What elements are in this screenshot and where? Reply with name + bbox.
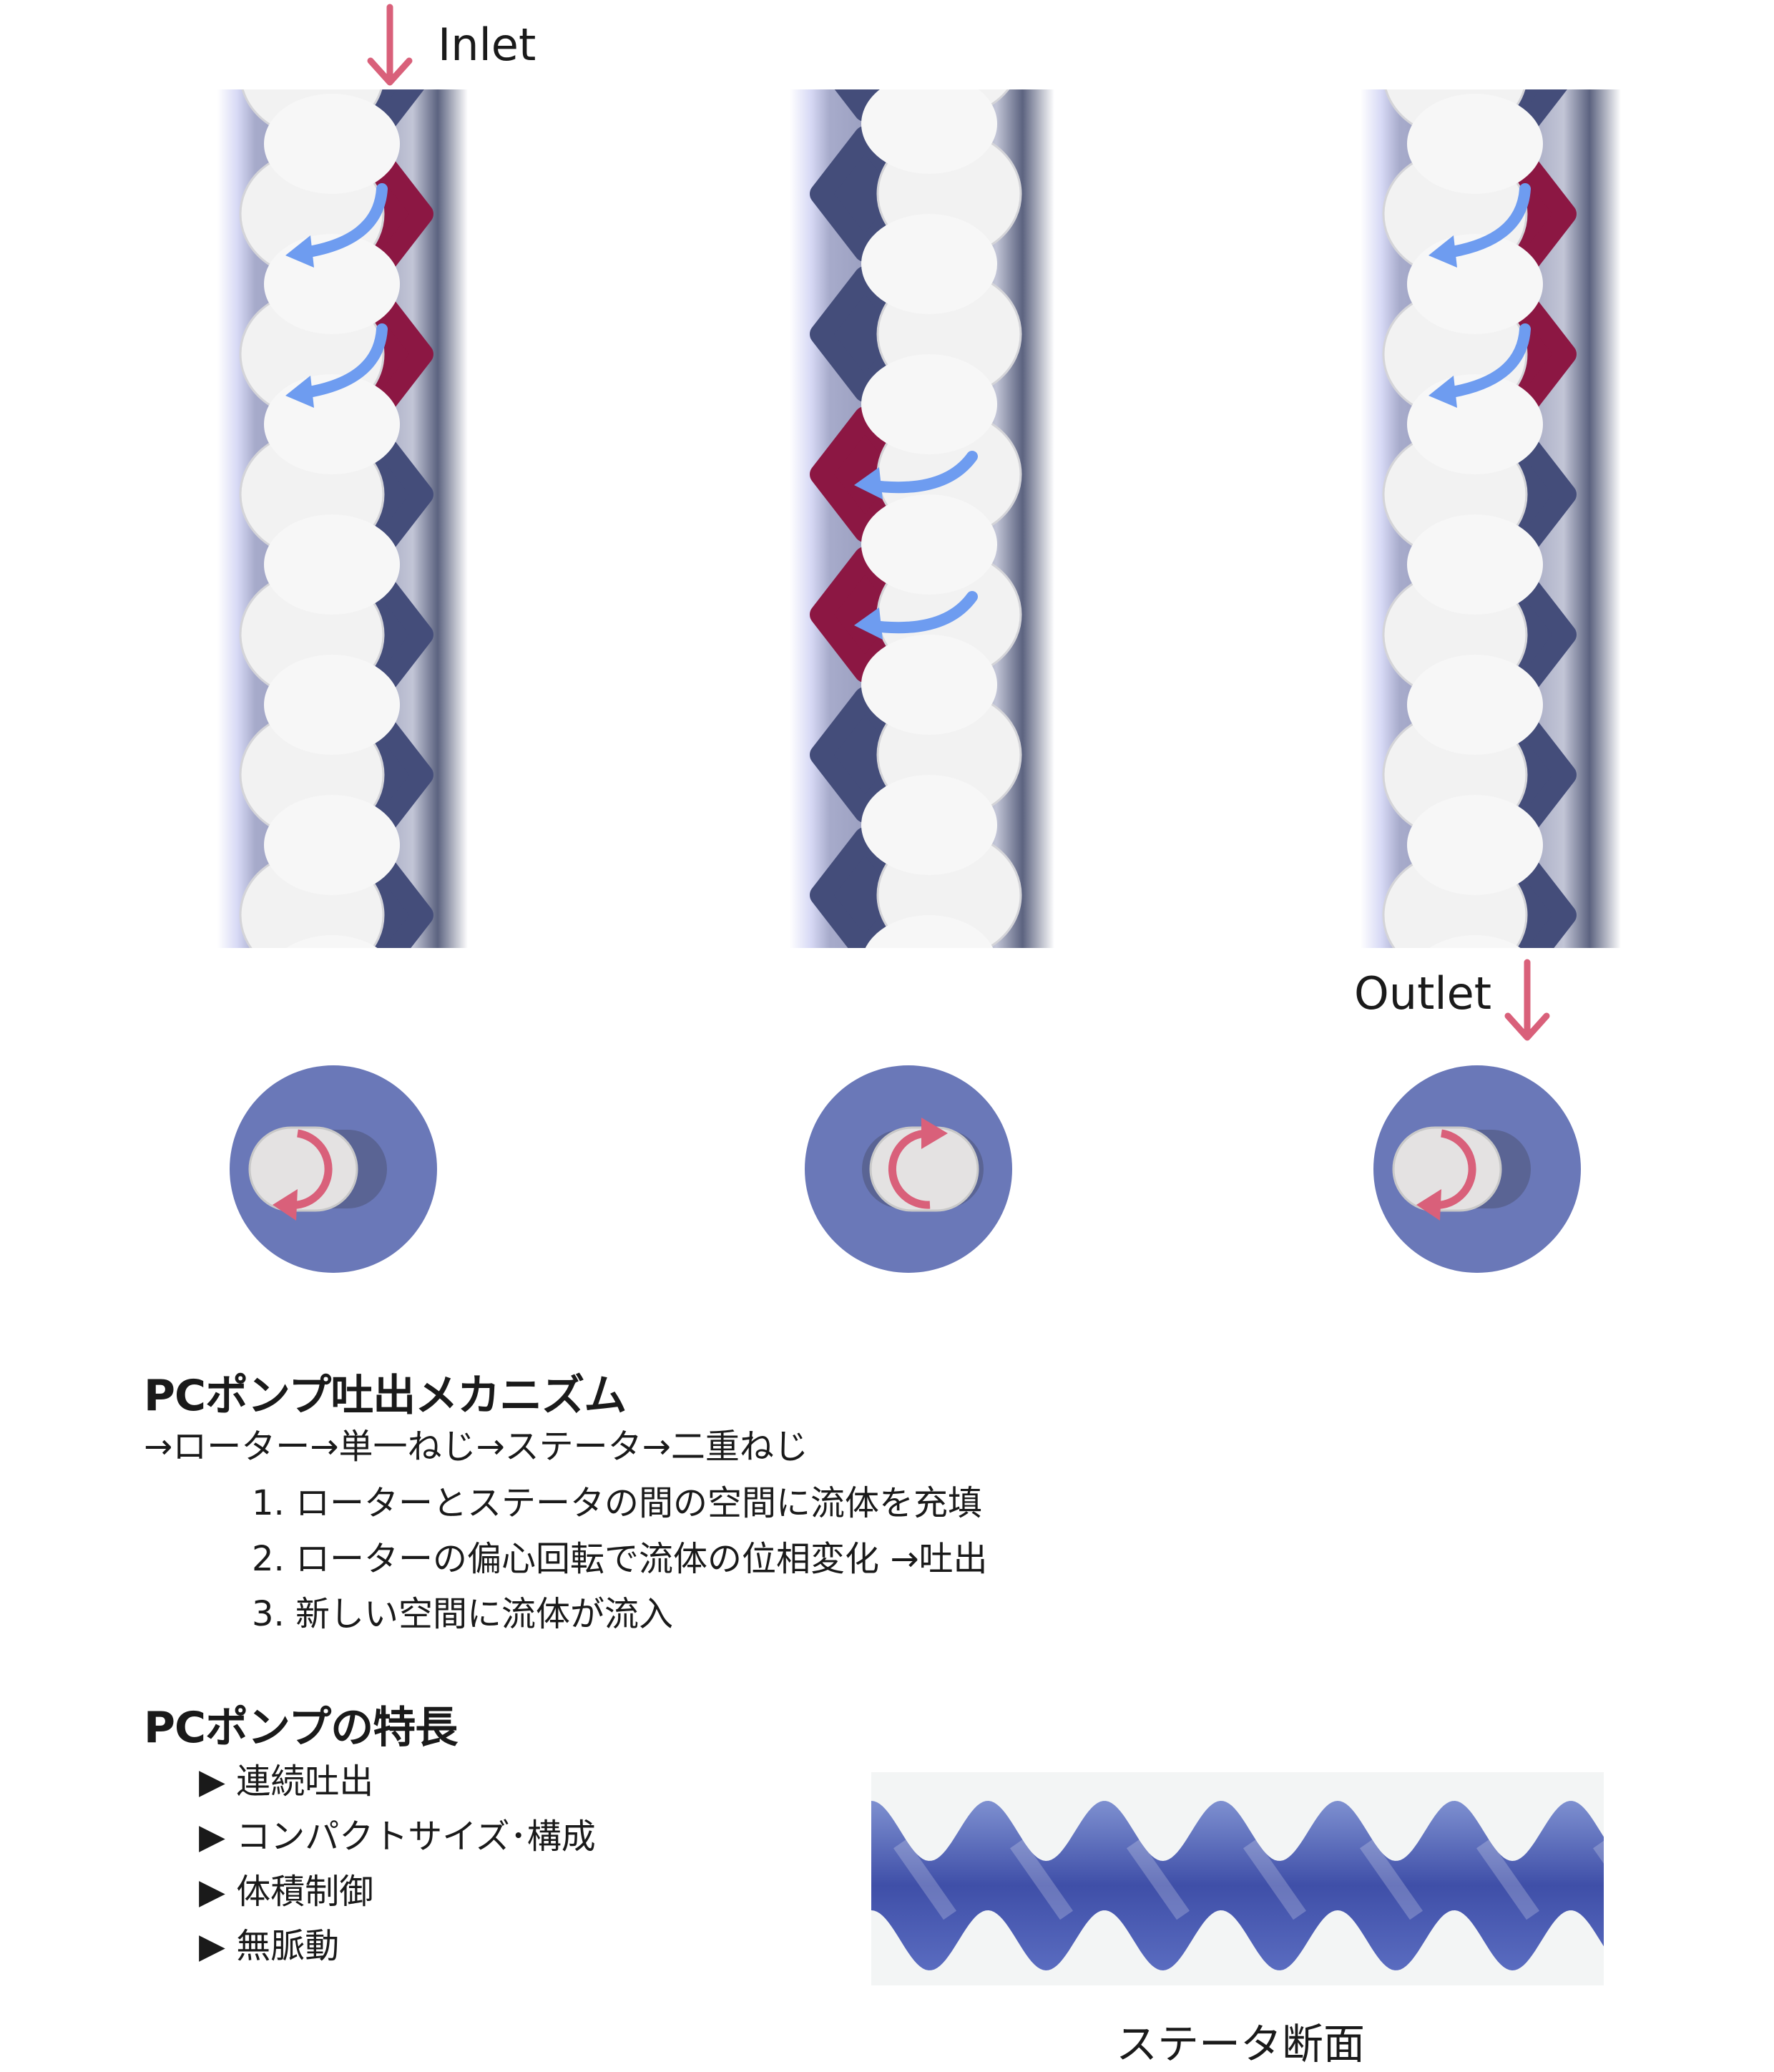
- outlet-label: Outlet: [1354, 967, 1492, 1020]
- flow-arrowhead-icon: [285, 235, 314, 268]
- rotor-section: [248, 1126, 358, 1212]
- inlet-arrow-icon: [367, 4, 413, 86]
- flow-arrowhead-icon: [1428, 376, 1457, 408]
- rotation-arrow-icon: [286, 1129, 333, 1210]
- triangle-bullet-icon: ▶: [199, 1817, 225, 1857]
- helix-highlight: [893, 1839, 957, 1920]
- mechanism-step: 2. ローターの偏心回転で流体の位相変化 →吐出: [252, 1539, 988, 1579]
- stator-caption: ステータ断面: [1116, 2020, 1366, 2068]
- rotor-cross-section-1: [230, 1065, 437, 1273]
- rotor-lobe: [1407, 795, 1543, 895]
- rotor-lobe: [861, 494, 997, 595]
- mechanism-step: 3. 新しい空間に流体が流入: [252, 1594, 674, 1634]
- rotation-arrowhead-icon: [1416, 1189, 1441, 1221]
- feature-item: ▶ 体積制御: [199, 1872, 374, 1912]
- rotor-lobe: [861, 214, 997, 314]
- inlet-label: Inlet: [438, 19, 536, 71]
- helix-highlight: [1476, 1839, 1540, 1920]
- mechanism-subtitle: →ローター→単一ねじ→ステータ→二重ねじ: [144, 1427, 808, 1467]
- features-title: PCポンプの特長: [144, 1703, 458, 1753]
- flow-arrow-icon: [1437, 323, 1531, 399]
- rotor-lobe: [861, 354, 997, 454]
- mechanism-step: 1. ローターとステータの間の空間に流体を充填: [252, 1483, 983, 1523]
- flow-arrow-icon: [294, 323, 388, 399]
- mechanism-title: PCポンプ吐出メカニズム: [144, 1371, 627, 1421]
- triangle-bullet-icon: ▶: [199, 1926, 225, 1966]
- pump-stage-3: [1361, 89, 1621, 948]
- rotor-cross-section-2: [805, 1065, 1012, 1273]
- flow-arrowhead-icon: [285, 376, 314, 408]
- pump-stage-2: [790, 89, 1054, 948]
- triangle-bullet-icon: ▶: [199, 1872, 225, 1912]
- pump-stage-1: [217, 89, 468, 948]
- helix-highlight: [1359, 1839, 1423, 1920]
- rotor-lobe: [286, 935, 378, 948]
- stator-section-image: [871, 1772, 1604, 1985]
- rotor-lobe: [1407, 514, 1543, 615]
- feature-item: ▶ 連続吐出: [199, 1761, 374, 1802]
- rotor-lobe: [861, 89, 997, 174]
- flow-arrowhead-icon: [854, 467, 883, 499]
- rotation-arrowhead-icon: [273, 1189, 298, 1221]
- rotor-cross-section-3: [1373, 1065, 1581, 1273]
- rotation-arrow-icon: [888, 1129, 931, 1209]
- helix-highlight: [1126, 1839, 1190, 1920]
- rotor-lobe: [861, 635, 997, 735]
- flow-arrow-icon: [1437, 183, 1531, 259]
- rotation-arrowhead-icon: [921, 1118, 948, 1149]
- rotor-lobe: [264, 655, 400, 755]
- flow-arrow-icon: [863, 591, 978, 634]
- helix-highlight: [1592, 1840, 1604, 1864]
- triangle-bullet-icon: ▶: [199, 1761, 225, 1802]
- rotation-arrow-icon: [1430, 1129, 1476, 1210]
- rotor-lobe: [865, 915, 994, 948]
- rotor-lobe: [1407, 94, 1543, 194]
- rotor-section: [1392, 1126, 1502, 1212]
- rotor-lobe: [264, 94, 400, 194]
- feature-item: ▶ コンパクトサイズ･構成: [199, 1817, 596, 1857]
- feature-item: ▶ 無脈動: [199, 1926, 340, 1966]
- rotor-lobe: [861, 775, 997, 875]
- helix-highlight: [1009, 1839, 1074, 1920]
- flow-arrowhead-icon: [854, 607, 883, 640]
- flow-arrow-icon: [294, 183, 388, 259]
- rotor-lobe: [264, 514, 400, 615]
- stator-helix: [871, 1801, 1604, 1970]
- flow-arrowhead-icon: [1428, 235, 1457, 268]
- helix-highlight: [1243, 1839, 1307, 1920]
- flow-arrow-icon: [863, 451, 978, 494]
- rotor-lobe: [264, 795, 400, 895]
- rotor-lobe: [1429, 935, 1521, 948]
- rotor-lobe: [1407, 655, 1543, 755]
- outlet-arrow-icon: [1504, 959, 1550, 1041]
